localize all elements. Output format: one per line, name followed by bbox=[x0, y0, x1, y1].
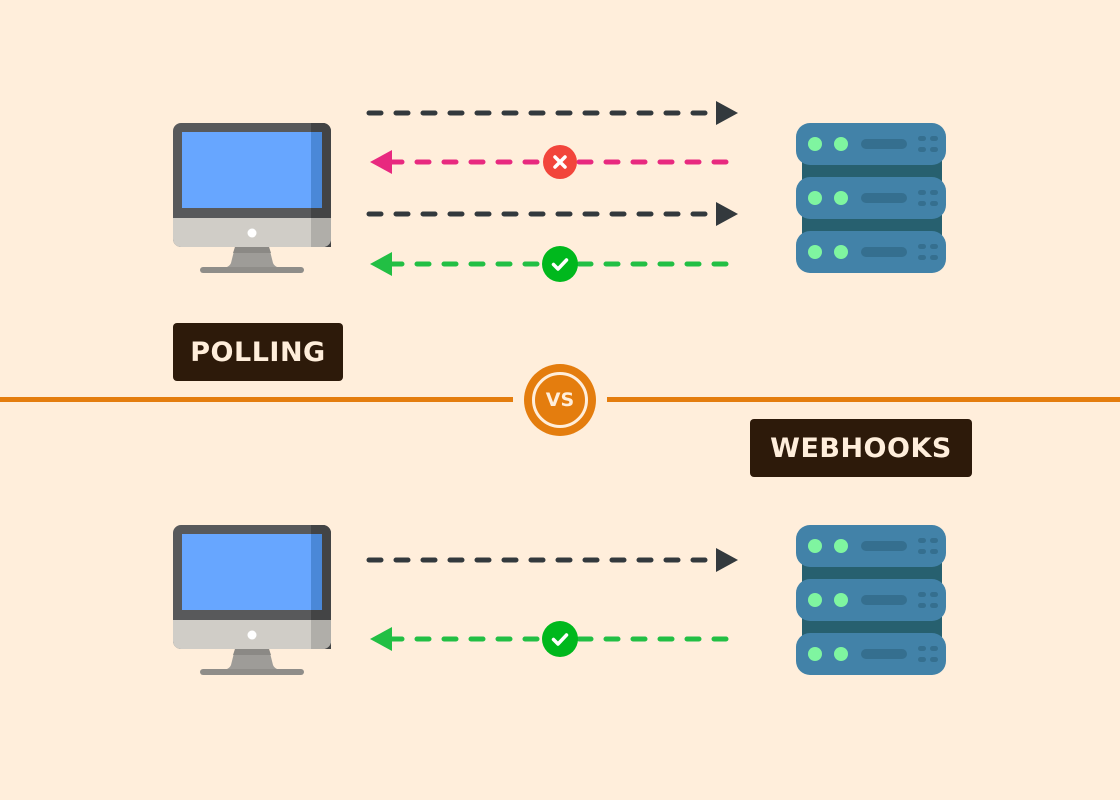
webhooks-label: WEBHOOKS bbox=[750, 419, 972, 477]
vs-badge: VS bbox=[524, 364, 596, 436]
arrow-head-left-icon bbox=[370, 252, 392, 276]
polling-request-arrow-2 bbox=[366, 201, 741, 227]
failed-badge-x-icon bbox=[543, 145, 577, 179]
webhooks-client-computer-icon bbox=[173, 525, 333, 677]
divider-line-right bbox=[607, 397, 1120, 402]
arrow-head-right-icon bbox=[716, 202, 738, 226]
polling-server-rack-icon bbox=[796, 123, 948, 275]
vs-badge-text: VS bbox=[532, 372, 588, 428]
polling-request-arrow-1 bbox=[366, 100, 741, 126]
webhooks-request-arrow bbox=[366, 547, 741, 573]
polling-label: POLLING bbox=[173, 323, 343, 381]
webhooks-server-rack-icon bbox=[796, 525, 948, 677]
arrow-head-right-icon bbox=[716, 101, 738, 125]
arrow-head-left-icon bbox=[370, 627, 392, 651]
success-badge-check-icon bbox=[542, 246, 578, 282]
arrow-head-left-icon bbox=[370, 150, 392, 174]
divider-line-left bbox=[0, 397, 513, 402]
polling-client-computer-icon bbox=[173, 123, 333, 275]
webhooks-success-badge-check-icon bbox=[542, 621, 578, 657]
arrow-head-right-icon bbox=[716, 548, 738, 572]
